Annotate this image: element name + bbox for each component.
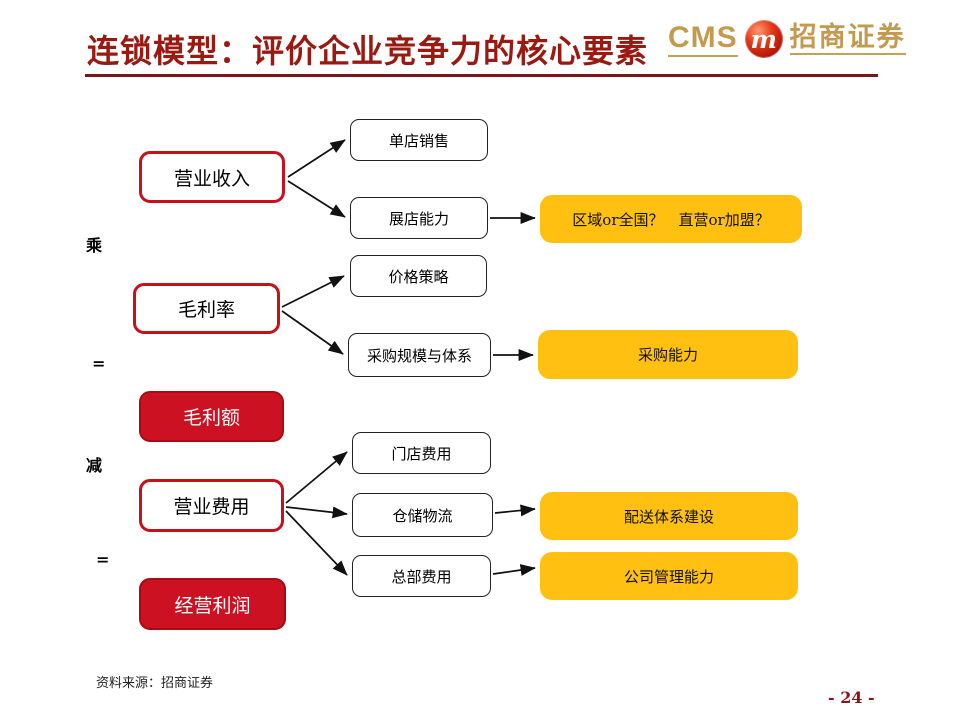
operator-minus: 减 xyxy=(86,456,103,475)
operator-multiply: 乘 xyxy=(86,236,103,255)
node-headquarters-costs: 总部费用 xyxy=(352,555,491,597)
arrow-hqcosts-to-management xyxy=(492,564,536,576)
logo-abbr-text: CMS xyxy=(668,21,738,57)
node-store-expansion: 展店能力 xyxy=(350,197,488,239)
node-procurement-scale-system: 采购规模与体系 xyxy=(348,333,491,377)
node-pricing-strategy: 价格策略 xyxy=(350,255,487,297)
node-procurement-capability: 采购能力 xyxy=(538,330,798,379)
arrow-margin-to-procurement xyxy=(281,310,344,355)
page-number: - 24 - xyxy=(828,688,875,707)
header-divider xyxy=(85,74,878,77)
node-operating-expenses: 营业费用 xyxy=(139,479,284,532)
operator-equals-1: = xyxy=(92,354,106,373)
source-note: 资料来源：招商证券 xyxy=(96,676,214,691)
logo-company-name: 招商证券 xyxy=(789,22,906,56)
arrow-expenses-to-hqcosts xyxy=(285,510,348,576)
arrow-revenue-to-singlestore xyxy=(287,139,346,178)
node-management-capability: 公司管理能力 xyxy=(540,552,798,600)
node-regional-or-national: 区域or全国？ 直营or加盟？ xyxy=(540,195,802,243)
operator-equals-2: = xyxy=(96,550,110,569)
arrow-expenses-to-storecosts xyxy=(285,451,348,504)
node-single-store-sales: 单店销售 xyxy=(350,119,488,161)
node-gross-margin: 毛利率 xyxy=(133,283,280,334)
page-title: 连锁模型：评价企业竞争力的核心要素 xyxy=(87,32,649,70)
node-warehouse-logistics: 仓储物流 xyxy=(352,493,493,537)
node-distribution-system: 配送体系建设 xyxy=(540,492,798,540)
cms-m-emblem-icon: m xyxy=(744,20,783,58)
node-operating-profit: 经营利润 xyxy=(139,578,286,630)
arrow-expenses-to-logistics xyxy=(285,506,348,519)
node-gross-profit: 毛利额 xyxy=(139,391,284,442)
node-operating-revenue: 营业收入 xyxy=(139,151,285,203)
cms-logo: CMS m 招商证券 xyxy=(668,20,906,58)
arrow-revenue-to-expansion xyxy=(287,180,346,218)
arrow-logistics-to-distribution xyxy=(494,504,536,517)
node-store-costs: 门店费用 xyxy=(352,432,491,474)
arrow-margin-to-pricing xyxy=(281,275,345,308)
